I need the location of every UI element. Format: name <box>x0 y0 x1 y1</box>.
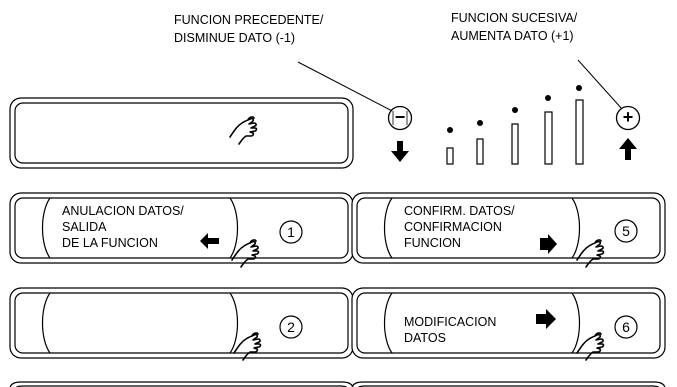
callout-next-line1: FUNCION SUCESIVA/ <box>451 11 578 25</box>
arrow-up-icon <box>619 138 637 160</box>
callout-leader-next <box>577 59 623 110</box>
key-6-label[interactable]: MODIFICACION DATOS <box>404 314 496 346</box>
key-5-label-line2: CONFIRMACION <box>404 220 502 234</box>
callout-leader-prev <box>297 61 399 115</box>
display-panel <box>9 97 354 169</box>
minus-button-shading <box>392 111 408 125</box>
plus-button <box>615 105 641 131</box>
key-1-label-line1: ANULACION DATOS/ <box>62 204 184 218</box>
key-5-label-line1: CONFIRM. DATOS/ <box>404 204 515 218</box>
key-5-number[interactable]: 5 <box>622 223 630 239</box>
next-row-frames <box>9 381 666 387</box>
key-6-label-line2: DATOS <box>404 331 446 345</box>
callout-next-line2: AUMENTA DATO (+1) <box>451 29 574 43</box>
key-1-label-line2: SALIDA <box>62 220 107 234</box>
key-2-frame <box>9 287 354 359</box>
key-6-label-line1: MODIFICACION <box>404 315 497 329</box>
callout-prev-line2: DISMINUE DATO (-1) <box>174 31 296 45</box>
callout-prev-line1: FUNCION PRECEDENTE/ <box>174 13 324 27</box>
minus-button <box>387 105 413 131</box>
arrow-right-icon <box>540 234 557 254</box>
arrow-right-icon <box>536 309 556 329</box>
key-5-frame <box>351 192 666 264</box>
key-5-label[interactable]: CONFIRM. DATOS/ CONFIRMACION FUNCION <box>404 203 515 251</box>
key-6-number[interactable]: 6 <box>622 319 630 335</box>
callout-prev: FUNCION PRECEDENTE/ DISMINUE DATO (-1) <box>174 11 323 47</box>
callout-next: FUNCION SUCESIVA/ AUMENTA DATO (+1) <box>451 9 577 45</box>
key-2-number[interactable]: 2 <box>287 319 295 335</box>
key-1-label[interactable]: ANULACION DATOS/ SALIDA DE LA FUNCION <box>62 203 184 251</box>
level-bars <box>446 85 584 165</box>
key-1-number[interactable]: 1 <box>287 224 295 240</box>
key-1-label-line3: DE LA FUNCION <box>62 236 158 250</box>
arrow-left-icon <box>200 233 219 249</box>
key-5-label-line3: FUNCION <box>404 236 461 250</box>
arrow-down-icon <box>391 141 409 162</box>
plus-symbol[interactable]: + <box>622 107 634 127</box>
minus-symbol[interactable]: − <box>394 107 406 127</box>
